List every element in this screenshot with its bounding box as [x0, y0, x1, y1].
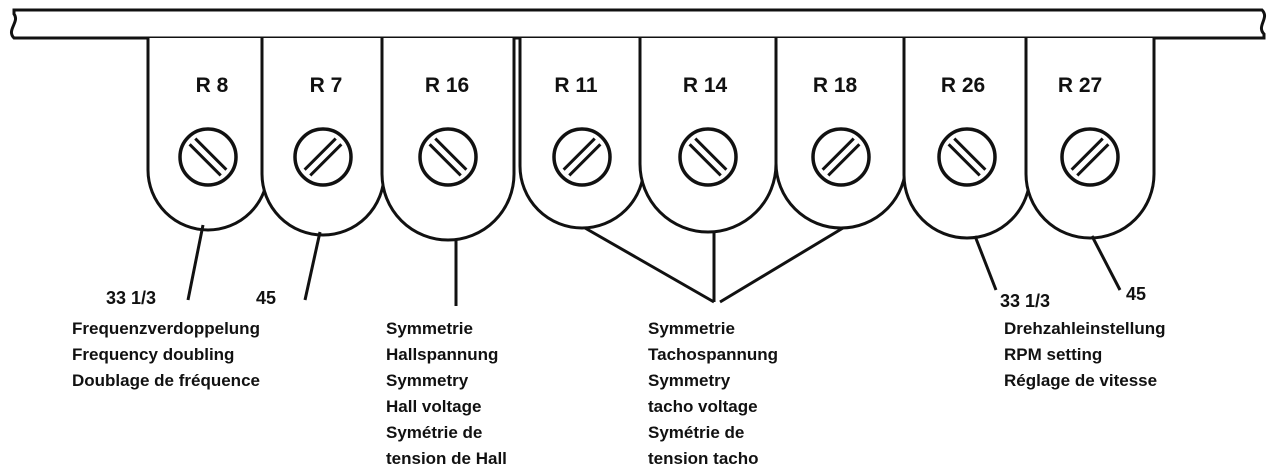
- leader-r26: [973, 235, 998, 291]
- caption-tacho-symmetry: Symmetrie Tachospannung Symmetry tacho v…: [648, 316, 778, 472]
- screw-slot-line: [428, 143, 462, 177]
- leader-r8: [186, 224, 205, 301]
- pot-label-r14: R 14: [683, 74, 728, 97]
- screw-r16: [418, 127, 478, 187]
- caption-line: Symmetry: [648, 371, 731, 390]
- screw-slot-line: [688, 143, 722, 177]
- board-strip: [9, 8, 1267, 40]
- pot-label-r8: R 8: [196, 74, 229, 97]
- screw-r26: [937, 127, 997, 187]
- caption-line: RPM setting: [1004, 345, 1103, 364]
- screw-slot-line: [694, 137, 728, 171]
- right-value-high: 45: [1126, 284, 1146, 304]
- left-value-high: 45: [256, 288, 276, 308]
- screw-r27: [1060, 127, 1120, 187]
- caption-line: tacho voltage: [648, 397, 758, 416]
- screw-slot-line: [821, 137, 855, 171]
- screw-slot-line: [1076, 143, 1110, 177]
- leader-r27: [1090, 235, 1122, 291]
- caption-line: Symmetrie: [648, 319, 735, 338]
- caption-line: Symmetry: [386, 371, 469, 390]
- caption-line: tension tacho: [648, 449, 759, 468]
- caption-line: Tachospannung: [648, 345, 779, 364]
- screw-slot-line: [188, 143, 222, 177]
- left-value-low: 33 1/3: [106, 288, 156, 308]
- caption-rpm-setting: Drehzahleinstellung RPM setting Réglage …: [1004, 316, 1166, 394]
- leader-r7: [303, 231, 322, 301]
- screw-slot-line: [303, 137, 337, 171]
- screw-slot-line: [562, 137, 596, 171]
- screw-r18: [811, 127, 871, 187]
- screw-r7: [293, 127, 353, 187]
- screw-slot-line: [1070, 137, 1104, 171]
- caption-line: Doublage de fréquence: [72, 371, 260, 390]
- caption-line: tension de Hall: [386, 449, 507, 468]
- leader-r18: [719, 226, 844, 304]
- potentiometer-labels: R 8 R 7 R 16 R 11 R 14 R 18 R 26 R 27: [196, 74, 1103, 97]
- caption-line: Symétrie de: [648, 423, 745, 442]
- screw-r11: [552, 127, 612, 187]
- screw-r14: [678, 127, 738, 187]
- caption-line: Frequency doubling: [72, 345, 235, 364]
- caption-frequency-doubling: Frequenzverdoppelung Frequency doubling …: [72, 316, 260, 394]
- screw-slot-line: [568, 143, 602, 177]
- caption-line: Symétrie de: [386, 423, 483, 442]
- leader-lines: [186, 224, 1122, 306]
- pot-label-r7: R 7: [310, 74, 343, 97]
- caption-line: Symmetrie: [386, 319, 473, 338]
- caption-line: Drehzahleinstellung: [1004, 319, 1166, 338]
- potentiometer-tabs: [146, 38, 1156, 242]
- screw-slot-line: [827, 143, 861, 177]
- pot-label-r27: R 27: [1058, 74, 1102, 97]
- caption-line: Frequenzverdoppelung: [72, 319, 260, 338]
- leader-r11: [584, 226, 715, 304]
- screw-slot-line: [947, 143, 981, 177]
- caption-line: Réglage de vitesse: [1004, 371, 1158, 390]
- pot-label-r18: R 18: [813, 74, 858, 97]
- caption-line: Hallspannung: [386, 345, 499, 364]
- screw-slot-line: [309, 143, 343, 177]
- screw-r8: [178, 127, 238, 187]
- caption-hall-symmetry: Symmetrie Hallspannung Symmetry Hall vol…: [386, 316, 507, 472]
- screw-slot-line: [434, 137, 468, 171]
- right-value-low: 33 1/3: [1000, 291, 1050, 311]
- pot-label-r11: R 11: [554, 74, 598, 97]
- screw-slot-line: [953, 137, 987, 171]
- caption-line: Hall voltage: [386, 397, 482, 416]
- screw-slot-line: [194, 137, 228, 171]
- pot-label-r26: R 26: [941, 74, 985, 97]
- pot-label-r16: R 16: [425, 74, 469, 97]
- adjustment-screws: [178, 127, 1120, 187]
